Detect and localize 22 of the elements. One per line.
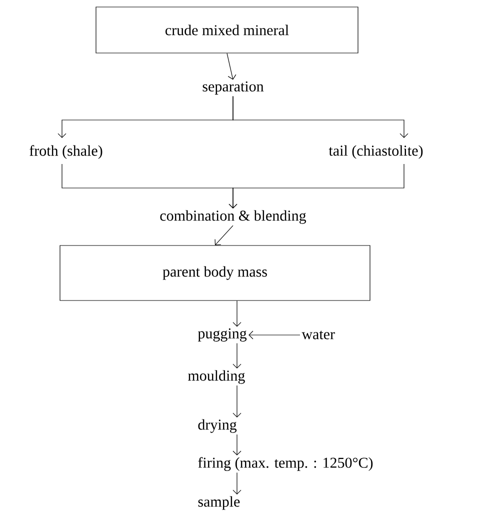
step-label: firing (max. temp. : 1250°C) (198, 457, 373, 471)
process-box: crude mixed mineral (96, 6, 358, 54)
arrow (232, 472, 242, 494)
step-label: combination & blending (160, 210, 306, 224)
arrow (248, 330, 300, 340)
step-label: moulding (188, 370, 245, 384)
step-label: water (302, 330, 335, 340)
arrow (228, 164, 404, 208)
step-label: froth (shale) (30, 145, 102, 159)
step-label: sample (198, 496, 240, 510)
arrow (214, 225, 234, 246)
process-box: parent body mass (60, 245, 370, 301)
step-label: tail (chiastolite) (328, 145, 423, 159)
arrow (226, 53, 236, 80)
step-label: separation (202, 81, 264, 95)
step-label: drying (198, 419, 237, 433)
step-label: pugging (198, 328, 247, 342)
arrow (232, 343, 242, 368)
arrow (232, 300, 242, 327)
arrow (232, 385, 242, 418)
arrow (232, 96, 408, 138)
arrow (232, 434, 242, 456)
